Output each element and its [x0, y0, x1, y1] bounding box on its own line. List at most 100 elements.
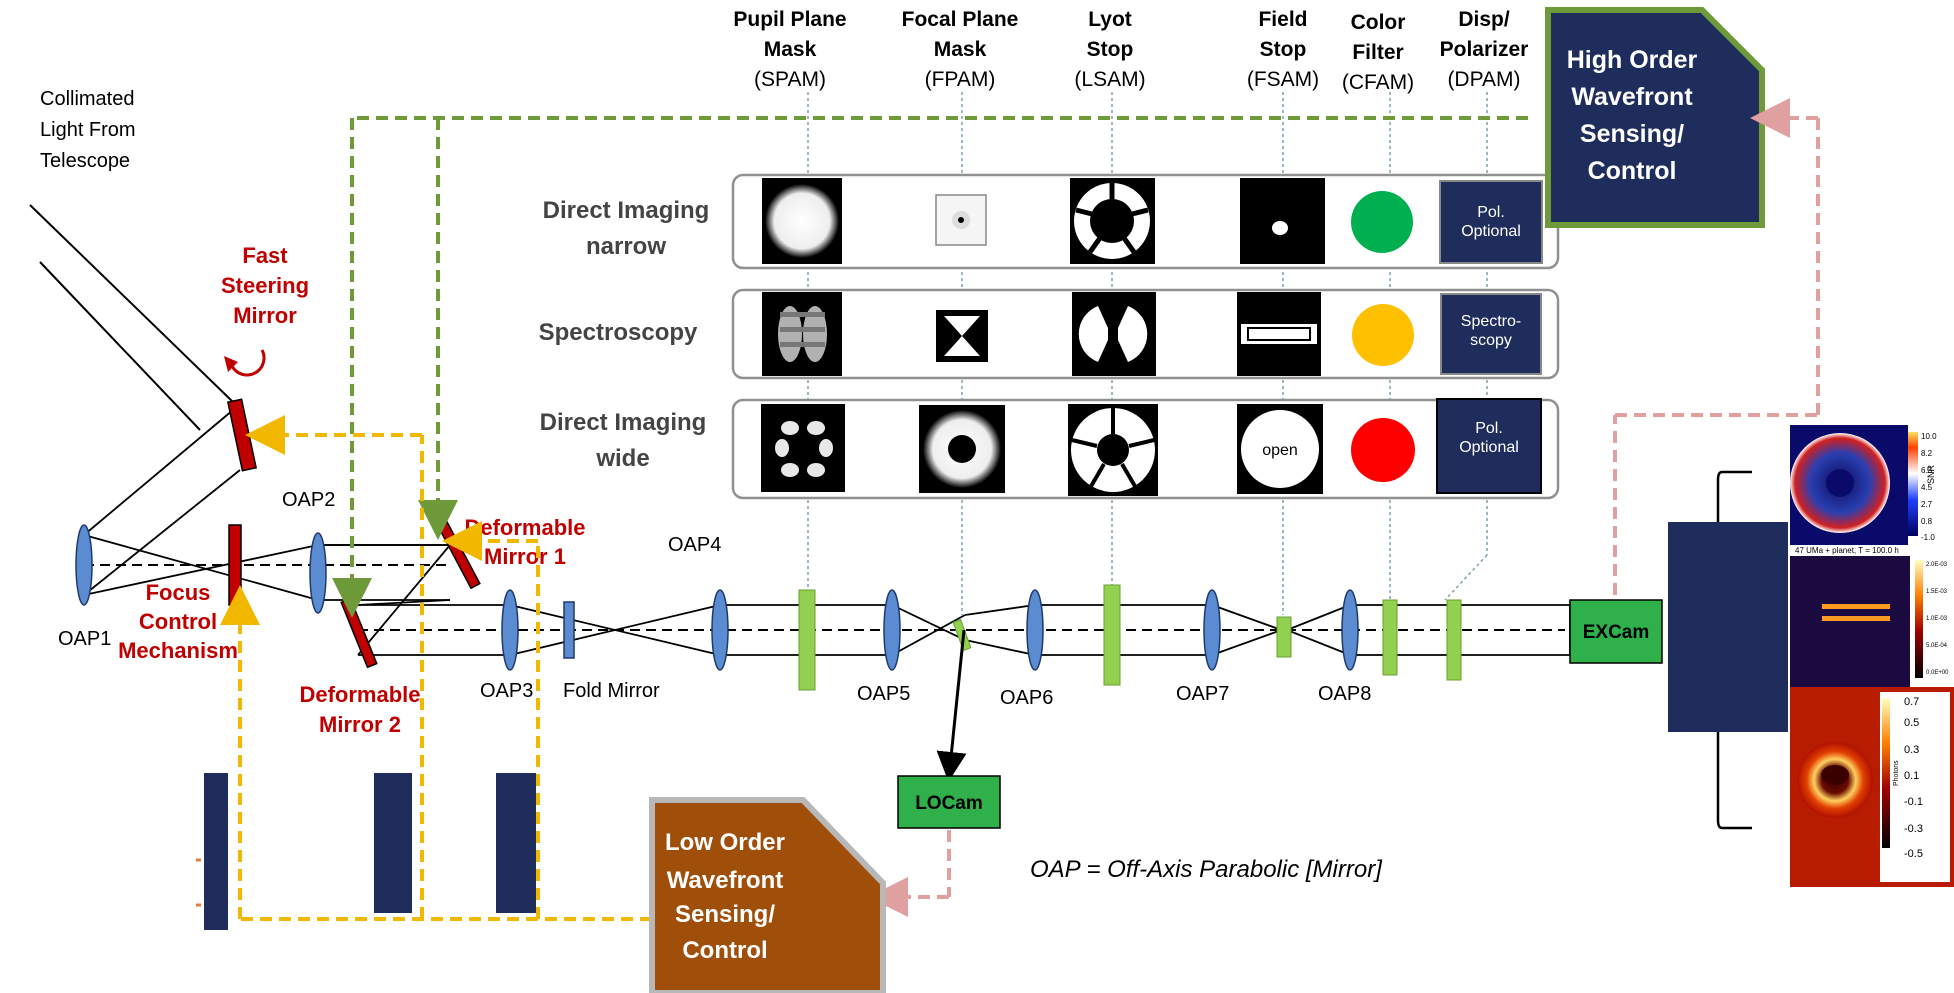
locam-label: LOCam — [915, 793, 983, 814]
row-spectroscopy-masks: Spectro- scopy — [762, 292, 1542, 376]
oap6-lens — [1026, 589, 1044, 671]
oap7-lens — [1203, 589, 1221, 671]
mode-narrow-line-1: Direct Imaging — [543, 197, 710, 224]
oap8-label: OAP8 — [1318, 683, 1371, 705]
spam-bar — [798, 589, 816, 691]
dpam-wide-line-1: Pol. — [1475, 420, 1503, 437]
incoming-beam — [29, 204, 234, 431]
snr-map: SNR 10.0 8.2 6.3 4.5 2.7 0.8 -1.0 — [1790, 425, 1954, 545]
oap4-label: OAP4 — [668, 534, 721, 556]
source-label: Collimated Light From Telescope — [40, 88, 136, 172]
lows-line-2: Wavefront — [667, 867, 783, 894]
oap7-label: OAP7 — [1176, 683, 1229, 705]
svg-text:(CFAM): (CFAM) — [1342, 71, 1414, 94]
svg-text:-0.5: -0.5 — [1904, 848, 1923, 860]
hows-line-1: High Order — [1567, 46, 1698, 74]
svg-text:Color: Color — [1351, 11, 1406, 34]
cfam-wide — [1351, 418, 1415, 482]
row-narrow-masks: Pol. Optional — [762, 178, 1543, 264]
svg-text:0.8: 0.8 — [1921, 517, 1933, 526]
cfam-narrow — [1351, 191, 1413, 253]
lows-line-1: Low Order — [665, 829, 785, 856]
svg-text:Mask: Mask — [934, 38, 987, 61]
fsm-line-3: Mirror — [233, 303, 297, 328]
column-header-lsam: Lyot Stop (LSAM) — [1074, 8, 1145, 91]
svg-text:-0.1: -0.1 — [1904, 796, 1923, 808]
oap3-label: OAP3 — [480, 680, 533, 702]
fsm-line-1: Fast — [242, 243, 288, 268]
mode-narrow-line-2: narrow — [586, 233, 666, 260]
fsm-line-2: Steering — [221, 273, 309, 298]
svg-text:(DPAM): (DPAM) — [1447, 68, 1520, 91]
dpam-narrow-line-1: Pol. — [1477, 204, 1505, 221]
rotate-arrow-icon — [230, 349, 266, 377]
svg-text:0.3: 0.3 — [1904, 744, 1919, 756]
svg-text:Stop: Stop — [1087, 38, 1134, 61]
source-line-2: Light From — [40, 119, 136, 141]
rotate-arrowhead-icon — [224, 356, 238, 372]
dm1-label: Deformable Mirror 1 — [464, 515, 585, 569]
oap4-lens — [711, 589, 729, 671]
focus-control-mechanism — [228, 524, 242, 606]
svg-text:Pupil Plane: Pupil Plane — [733, 8, 846, 31]
oap1-lens — [75, 524, 93, 606]
svg-text:-0.3: -0.3 — [1904, 823, 1923, 835]
svg-text:Focal Plane: Focal Plane — [902, 8, 1019, 31]
column-header-fpam: Focal Plane Mask (FPAM) — [902, 8, 1019, 91]
pink-lows-path — [868, 830, 951, 917]
fcm-line-2: Control — [139, 609, 217, 634]
fold-mirror-label: Fold Mirror — [563, 680, 660, 702]
column-header-spam: Pupil Plane Mask (SPAM) — [733, 8, 846, 91]
excam-label: EXCam — [1583, 622, 1650, 643]
mode-spectroscopy-label: Spectroscopy — [539, 319, 698, 346]
locam-pickoff-arrow — [936, 629, 967, 782]
hows-line-3: Sensing/ — [1580, 120, 1684, 148]
dpam-wide — [1436, 398, 1542, 494]
svg-text:6.3: 6.3 — [1921, 466, 1933, 475]
fast-steering-mirror — [226, 398, 258, 472]
svg-text:Polarizer: Polarizer — [1440, 38, 1529, 61]
dpam-bar — [1446, 599, 1462, 681]
green-feedback-path — [332, 116, 1528, 618]
optical-axis — [84, 565, 1565, 605]
hows-box: High Order Wavefront Sensing/ Control — [1545, 7, 1765, 228]
svg-text:10.0: 10.0 — [1921, 432, 1937, 441]
results-navy-panel — [1668, 522, 1788, 732]
svg-text:Filter: Filter — [1352, 41, 1403, 64]
mode-wide-line-1: Direct Imaging — [540, 409, 707, 436]
oap8-lens — [1341, 589, 1359, 671]
svg-text:(FSAM): (FSAM) — [1247, 68, 1319, 91]
mode-wide-line-2: wide — [595, 445, 649, 472]
column-header-cfam: Color Filter (CFAM) — [1342, 11, 1414, 94]
svg-text:-1.0: -1.0 — [1921, 533, 1935, 542]
oap3-lens — [501, 589, 519, 671]
oap5-lens — [883, 589, 901, 671]
svg-text:(LSAM): (LSAM) — [1074, 68, 1145, 91]
svg-text:(FPAM): (FPAM) — [925, 68, 996, 91]
oap1-label: OAP1 — [58, 628, 111, 650]
svg-text:4.5: 4.5 — [1921, 483, 1933, 492]
lsam-bar — [1103, 584, 1121, 686]
column-headers: Pupil Plane Mask (SPAM) Focal Plane Mask… — [733, 8, 1528, 94]
row-wide-masks: open Pol. Optional — [761, 398, 1542, 496]
fsam-narrow — [1240, 178, 1325, 264]
oap-labels: OAP1 OAP2 OAP3 OAP4 OAP5 OAP6 OAP7 OAP8 … — [58, 489, 1371, 709]
dpam-narrow — [1439, 180, 1543, 264]
svg-text:(SPAM): (SPAM) — [754, 68, 826, 91]
lows-box: Low Order Wavefront Sensing/ Control — [649, 797, 886, 993]
svg-text:0.5: 0.5 — [1904, 717, 1919, 729]
svg-text:Stop: Stop — [1260, 38, 1307, 61]
svg-text:1.5E-03: 1.5E-03 — [1926, 589, 1948, 595]
source-line-1: Collimated — [40, 88, 134, 110]
fold-mirror — [563, 601, 575, 659]
snr-axis-label: SNR — [1926, 464, 1936, 484]
dpam-wide-line-2: Optional — [1459, 439, 1519, 456]
svg-text:2.0E-03: 2.0E-03 — [1926, 562, 1948, 568]
cfam-spectroscopy — [1352, 304, 1414, 366]
photon-axis-label: Photons — [1893, 760, 1900, 786]
locam-box: LOCam — [897, 775, 1001, 829]
fsam-wide-open-text: open — [1262, 442, 1298, 459]
lows-line-4: Control — [682, 937, 767, 964]
svg-text:0.0E+00: 0.0E+00 — [1926, 670, 1949, 676]
